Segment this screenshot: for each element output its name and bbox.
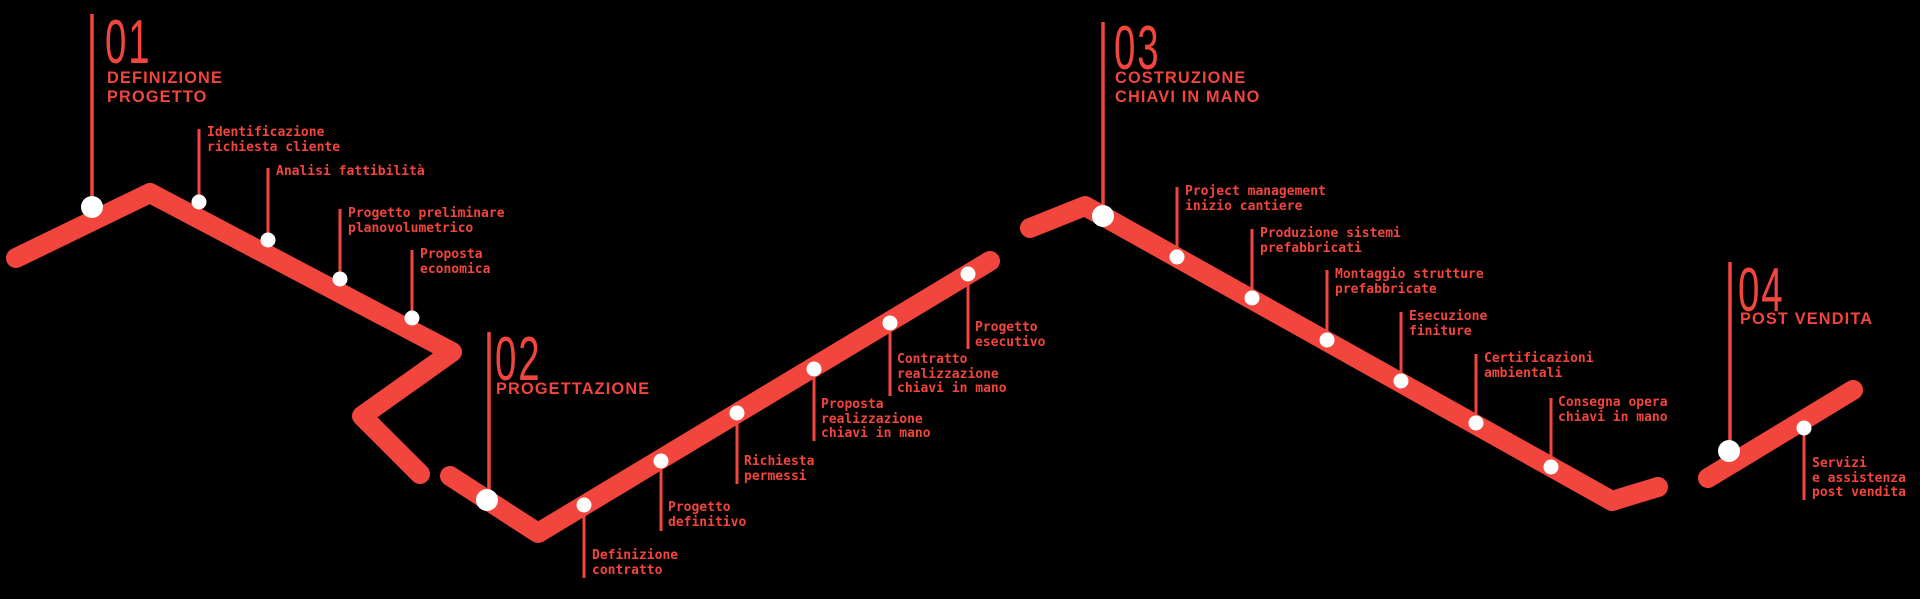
milestone-dot	[191, 194, 207, 210]
milestone-label: Richiesta permessi	[744, 454, 815, 484]
milestone-dot	[960, 266, 976, 282]
phase-4-title: POST VENDITA	[1740, 309, 1874, 328]
milestone-label: Esecuzione finiture	[1409, 309, 1488, 339]
milestone-dot	[1543, 459, 1559, 475]
phase-2-dot	[476, 489, 498, 511]
milestone-connector-lines	[197, 129, 1806, 578]
milestone-label: Certificazioni ambientali	[1484, 351, 1594, 381]
milestone-label: Consegna opera chiavi in mano	[1558, 395, 1668, 425]
phase-1-dot	[81, 196, 103, 218]
milestone-label: Progetto esecutivo	[975, 320, 1046, 350]
milestone-dot	[729, 405, 745, 421]
milestone-label: Servizi e assistenza post vendita	[1812, 456, 1906, 500]
milestone-dot	[332, 271, 348, 287]
milestone-label: Identificazione richiesta cliente	[207, 125, 341, 155]
milestone-dot	[1319, 332, 1335, 348]
milestone-label: Project management inizio cantiere	[1185, 184, 1326, 214]
phase-3-title: COSTRUZIONE CHIAVI IN MANO	[1115, 68, 1261, 106]
milestone-dot	[576, 497, 592, 513]
milestone-dot	[806, 361, 822, 377]
milestone-label: Proposta economica	[420, 247, 491, 277]
phase-3-dot	[1092, 205, 1114, 227]
milestone-dot	[260, 232, 276, 248]
milestone-label: Progetto preliminare planovolumetrico	[348, 206, 505, 236]
milestone-label: Montaggio strutture prefabbricate	[1335, 267, 1484, 297]
phase-1-title: DEFINIZIONE PROGETTO	[107, 68, 224, 106]
milestone-dot	[1393, 373, 1409, 389]
milestone-label: Progetto definitivo	[668, 500, 747, 530]
milestone-label: Produzione sistemi prefabbricati	[1260, 226, 1401, 256]
milestone-dot	[1244, 290, 1260, 306]
timeline-band-phase-4	[1698, 380, 1863, 488]
milestone-label: Proposta realizzazione chiavi in mano	[821, 397, 931, 441]
milestone-label: Analisi fattibilità	[276, 164, 425, 179]
milestone-dot	[404, 310, 420, 326]
phase-1-number: 01	[105, 8, 152, 77]
milestone-dot	[1169, 249, 1185, 265]
phase-connector-lines	[90, 14, 1732, 500]
milestone-dot	[653, 453, 669, 469]
phase-4-dot	[1718, 440, 1740, 462]
phase-3-number: 03	[1114, 14, 1161, 83]
phase-4-number: 04	[1738, 256, 1785, 325]
milestone-dot	[882, 315, 898, 331]
timeline-dots	[81, 194, 1812, 513]
timeline-band-phase-1	[6, 183, 462, 484]
timeline-band-phase-3	[1020, 196, 1668, 511]
milestone-dot	[1468, 415, 1484, 431]
phase-2-title: PROGETTAZIONE	[496, 379, 651, 398]
milestone-label: Definizione contratto	[592, 548, 679, 578]
milestone-dot	[1796, 420, 1812, 436]
phase-2-number: 02	[495, 325, 542, 394]
milestone-label: Contratto realizzazione chiavi in mano	[897, 352, 1007, 396]
